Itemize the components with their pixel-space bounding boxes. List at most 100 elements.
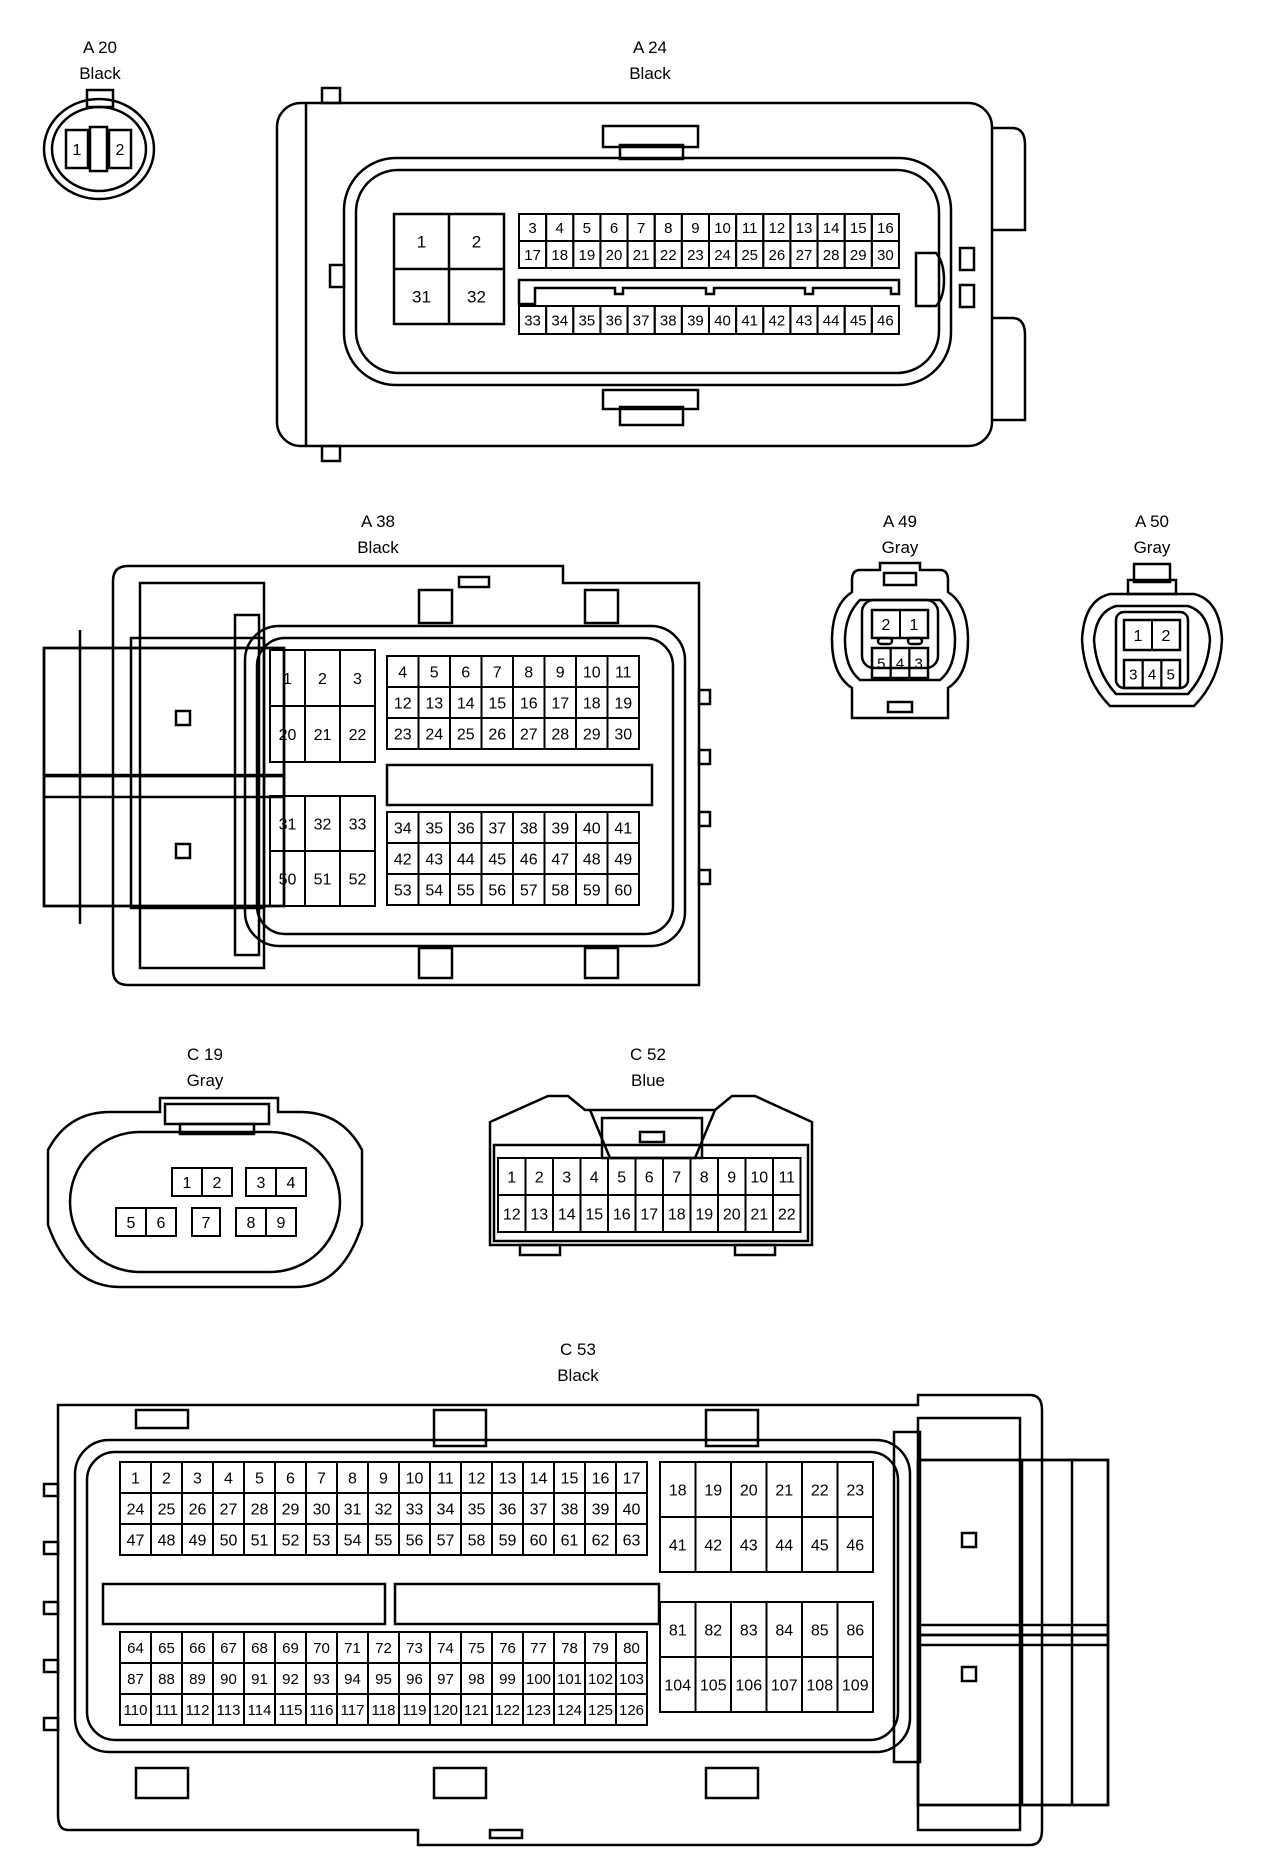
pin-label: 3 — [257, 1175, 266, 1192]
pin-label: 12 — [503, 1206, 521, 1223]
pin-label: 4 — [287, 1175, 296, 1192]
pin-label: 87 — [127, 1671, 144, 1688]
pin-label: 97 — [437, 1671, 454, 1688]
pin-cell — [265, 1207, 297, 1237]
pin-label: 25 — [158, 1501, 176, 1518]
pin-label: 19 — [579, 247, 596, 264]
pin-label: 78 — [561, 1640, 578, 1657]
pin-label: 125 — [588, 1702, 613, 1719]
pin-cell — [615, 1693, 648, 1726]
pin-label: 27 — [220, 1501, 238, 1518]
pin-label: 83 — [740, 1622, 758, 1639]
pin-label: 88 — [158, 1671, 175, 1688]
connector-code-a24: A 24 — [633, 38, 667, 57]
pin-label: 109 — [842, 1677, 869, 1694]
pin-label: 61 — [561, 1532, 579, 1549]
pin-label: 7 — [672, 1169, 681, 1186]
pin-label: 9 — [379, 1470, 388, 1487]
pin-label: 81 — [669, 1622, 687, 1639]
pin-label: 21 — [633, 247, 650, 264]
latch-square — [174, 709, 192, 727]
pin-cell — [908, 647, 930, 679]
pin-label: 80 — [623, 1640, 640, 1657]
pin-label: 2 — [318, 671, 327, 688]
pin-label: 26 — [189, 1501, 207, 1518]
pin-label: 3 — [353, 671, 362, 688]
pin-label: 5 — [877, 655, 885, 672]
pin-cell — [772, 1194, 802, 1233]
pin-label: 44 — [823, 312, 840, 329]
pin-label: 71 — [344, 1640, 361, 1657]
pin-label: 106 — [735, 1677, 762, 1694]
pin-label: 63 — [623, 1532, 641, 1549]
pin-label: 8 — [348, 1470, 357, 1487]
connector-color-c53: Black — [557, 1366, 599, 1385]
pin-label: 66 — [189, 1640, 206, 1657]
pin-label: 79 — [592, 1640, 609, 1657]
pin-label: 5 — [127, 1215, 136, 1232]
pin-label: 56 — [488, 882, 506, 899]
connector-color-a24: Black — [629, 64, 671, 83]
pin-label: 4 — [896, 655, 904, 672]
pin-label: 15 — [488, 695, 506, 712]
pin-label: 121 — [464, 1702, 489, 1719]
connector-code-a50: A 50 — [1135, 512, 1169, 531]
pin-label: 4 — [556, 220, 564, 237]
pin-label: 113 — [217, 1702, 241, 1719]
pin-label: 1 — [73, 142, 82, 159]
pin-label: 36 — [606, 312, 623, 329]
connector-code-a38: A 38 — [361, 512, 395, 531]
pin-label: 28 — [551, 726, 569, 743]
pin-label: 52 — [349, 871, 367, 888]
connector-code-c52: C 52 — [630, 1045, 666, 1064]
pin-label: 6 — [610, 220, 618, 237]
pin-label: 12 — [468, 1470, 486, 1487]
pin-label: 4 — [590, 1169, 599, 1186]
pin-label: 1 — [183, 1175, 192, 1192]
pin-label: 35 — [579, 312, 596, 329]
pin-label: 110 — [124, 1702, 148, 1719]
pin-label: 8 — [700, 1169, 709, 1186]
pin-label: 33 — [524, 312, 541, 329]
pin-label: 16 — [592, 1470, 610, 1487]
latch-square — [174, 842, 192, 860]
pin-label: 10 — [714, 220, 731, 237]
pin-label: 43 — [796, 312, 813, 329]
pin-label: 14 — [558, 1206, 576, 1223]
pin-label: 40 — [714, 312, 731, 329]
pin-label: 22 — [811, 1482, 829, 1499]
pin-label: 96 — [406, 1671, 423, 1688]
pin-label: 12 — [768, 220, 785, 237]
pin-label: 103 — [619, 1671, 644, 1688]
pin-label: 4 — [224, 1470, 233, 1487]
pin-label: 48 — [158, 1532, 176, 1549]
pin-label: 124 — [557, 1702, 582, 1719]
pin-label: 23 — [394, 726, 412, 743]
pin-label: 90 — [220, 1671, 237, 1688]
pin-cell — [275, 1167, 307, 1197]
pin-label: 33 — [406, 1501, 424, 1518]
pin-label: 11 — [615, 664, 632, 681]
pin-label: 6 — [286, 1470, 295, 1487]
pin-label: 20 — [606, 247, 623, 264]
pin-label: 92 — [282, 1671, 299, 1688]
pin-label: 98 — [468, 1671, 485, 1688]
pin-label: 17 — [623, 1470, 641, 1487]
pin-label: 50 — [279, 871, 297, 888]
pin-label: 54 — [344, 1532, 362, 1549]
pin-label: 31 — [279, 816, 297, 833]
pin-label: 49 — [189, 1532, 207, 1549]
pin-label: 14 — [823, 220, 840, 237]
pin-label: 104 — [664, 1677, 691, 1694]
pin-label: 67 — [220, 1640, 237, 1657]
connector-code-a49: A 49 — [883, 512, 917, 531]
pin-label: 19 — [704, 1482, 722, 1499]
pin-label: 2 — [213, 1175, 222, 1192]
pin-label: 45 — [811, 1537, 829, 1554]
pin-label: 30 — [877, 247, 894, 264]
pin-label: 9 — [691, 220, 699, 237]
pin-label: 22 — [778, 1206, 796, 1223]
